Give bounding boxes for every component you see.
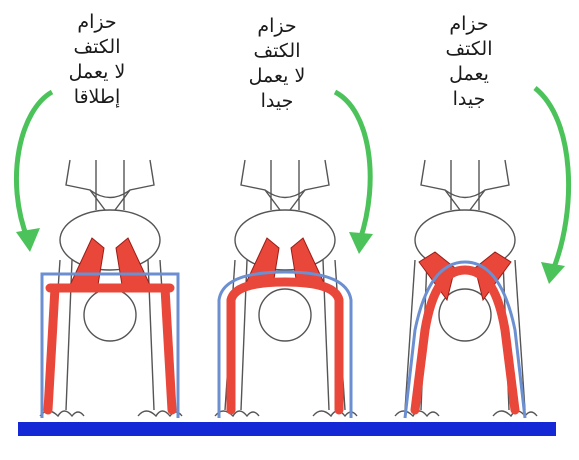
green-arrow-head-icon [349, 232, 373, 254]
caption-line: جيدا [414, 87, 524, 112]
figure-panel-2 [215, 92, 373, 418]
caption-line: يعمل [414, 62, 524, 87]
green-arrow-icon [16, 92, 52, 240]
caption-line: حزام [222, 14, 332, 39]
caption-line: حزام [414, 12, 524, 37]
arm-muscle-band [415, 270, 515, 410]
arm-muscle-band [231, 282, 339, 410]
figure-panel-3 [395, 88, 569, 418]
caption-panel-1: حزام الكتف لا يعمل إطلاقا [42, 10, 152, 110]
caption-line: الكتف [414, 37, 524, 62]
caption-line: لا يعمل [222, 64, 332, 89]
caption-panel-3: حزام الكتف يعمل جيدا [414, 12, 524, 112]
green-arrow-head-icon [541, 262, 565, 284]
caption-line: لا يعمل [42, 60, 152, 85]
caption-line: الكتف [42, 35, 152, 60]
caption-line: إطلاقا [42, 85, 152, 110]
caption-line: الكتف [222, 39, 332, 64]
support-frame [42, 274, 178, 418]
caption-panel-2: حزام الكتف لا يعمل جيدا [222, 14, 332, 114]
caption-line: حزام [42, 10, 152, 35]
green-arrow-icon [535, 88, 569, 270]
floor-mat [18, 422, 556, 436]
green-arrow-icon [335, 92, 370, 240]
caption-line: جيدا [222, 89, 332, 114]
figure-panel-1 [16, 92, 182, 418]
green-arrow-head-icon [16, 228, 40, 252]
